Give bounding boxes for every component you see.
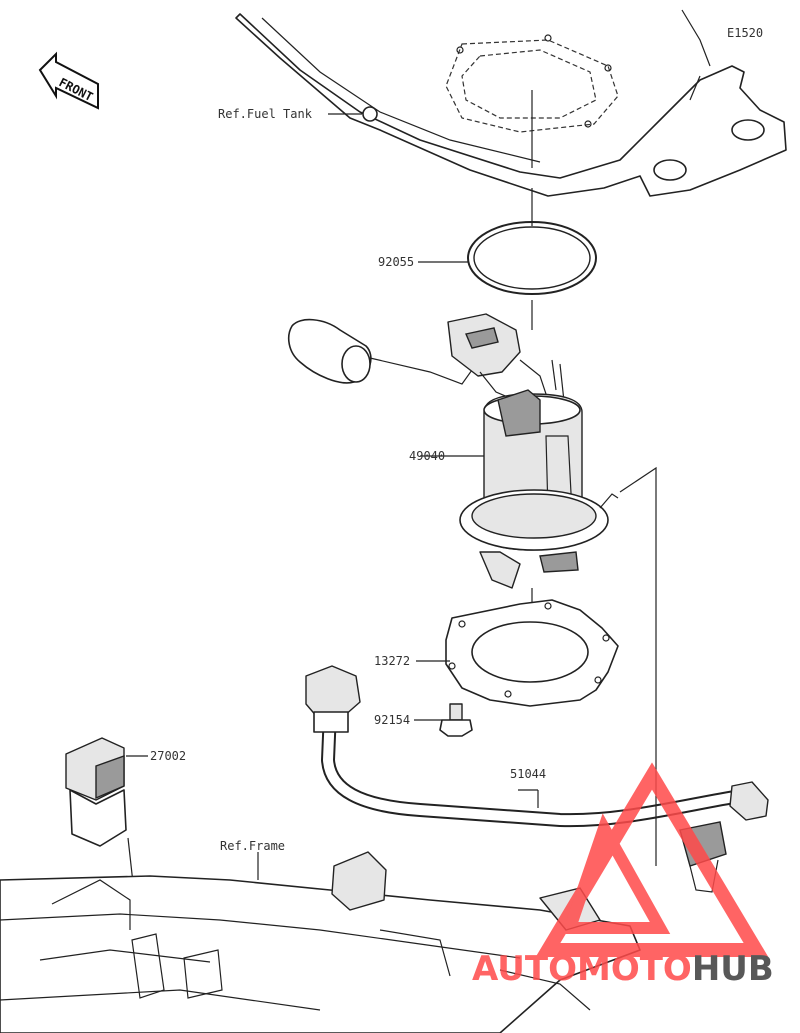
bolt-92154 bbox=[439, 703, 473, 737]
part-label-92055: 92055 bbox=[378, 255, 414, 269]
part-label-49040: 49040 bbox=[409, 449, 445, 463]
ref-frame-label: Ref.Frame bbox=[220, 839, 285, 853]
part-label-51044: 51044 bbox=[510, 767, 546, 781]
automotohub-watermark: AUTOMOTOHUB bbox=[472, 762, 774, 989]
frame-illustration bbox=[0, 851, 641, 1033]
diagram-code: E1520 bbox=[727, 26, 763, 40]
front-arrow-icon: FRONT bbox=[38, 51, 99, 110]
watermark-auto: AUTO bbox=[472, 949, 577, 989]
oring-92055 bbox=[467, 221, 597, 295]
part-label-27002: 27002 bbox=[150, 749, 186, 763]
part-label-92154: 92154 bbox=[374, 713, 410, 727]
cover-27002 bbox=[65, 737, 127, 847]
watermark-moto: MOTO bbox=[577, 949, 692, 989]
fuel-pump-49040 bbox=[287, 313, 619, 589]
watermark-hub: HUB bbox=[692, 949, 774, 989]
fuel-tank-illustration bbox=[235, 9, 787, 197]
ref-fuel-tank-label: Ref.Fuel Tank bbox=[218, 107, 313, 121]
svg-text:AUTOMOTOHUB: AUTOMOTOHUB bbox=[472, 949, 774, 989]
part-label-13272: 13272 bbox=[374, 654, 410, 668]
gasket-13272 bbox=[445, 599, 619, 707]
